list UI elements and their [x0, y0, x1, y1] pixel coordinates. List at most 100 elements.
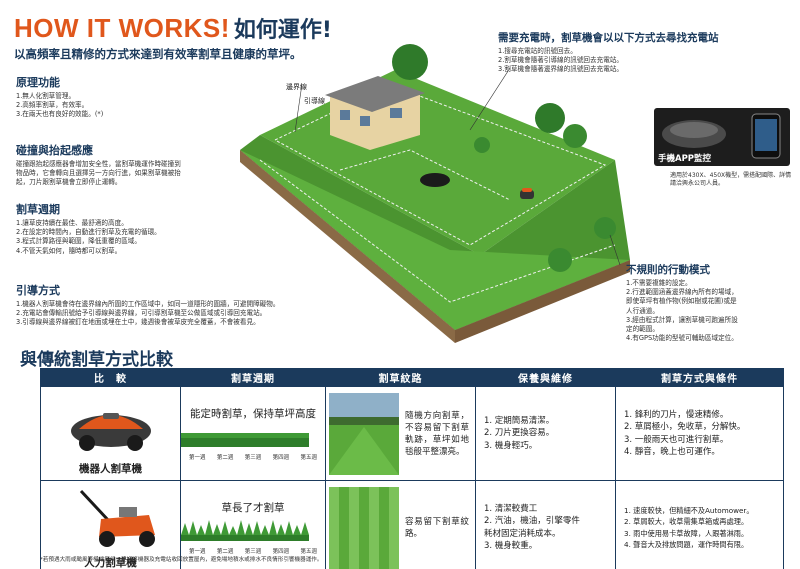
callout-charging-line: 2.割草機會隨著引導線的訊號回去充電站。	[498, 56, 623, 65]
list-item: 1. 鋒利的刀片，慢速精修。	[624, 409, 729, 420]
trampoline	[420, 173, 450, 187]
section-cycle-line: 2.在設定的時間內，自動進行割草及充電的循環。	[16, 228, 161, 237]
mower-cover	[522, 188, 532, 192]
house-window	[340, 110, 350, 120]
comparison-header-row: 比 較 割草週期 割草紋路 保養與維修 割草方式與條件	[40, 368, 784, 387]
even-grass-icon	[181, 433, 309, 447]
headline-en: HOW IT WORKS!	[14, 13, 230, 43]
boundary-wire-front	[259, 159, 616, 303]
app-monitor-label: 手機APP監控	[658, 154, 712, 164]
callout-charging-title: 需要充電時，割草機會以以下方式去尋找充電站	[498, 32, 719, 44]
label-guide-wire: 引導線	[304, 97, 325, 105]
list-item: 3. 一般雨天也可進行割草。	[624, 434, 729, 445]
header-compare: 比 較	[40, 368, 181, 387]
lawn-front	[240, 150, 630, 330]
callout-charging: 需要充電時，割草機會以以下方式去尋找充電站 1.搜尋充電站的訊號回去。 2.割草…	[498, 30, 794, 75]
tree	[535, 103, 565, 133]
section-principle-line: 3.在兩天也有良好的效能。(*)	[16, 110, 104, 119]
callout-irregular-line: 1.不需要複雜的設定。	[626, 279, 692, 287]
section-guide: 引導方式 1.機器人割草機會待在邊界線內所圍的工作區域中，如同一道隱形的圍牆，可…	[16, 282, 386, 328]
section-guide-line: 1.機器人割草機會待在邊界線內所圍的工作區域中，如同一道隱形的圍牆，可避開障礙物…	[16, 300, 280, 308]
callout-irregular-line: 3.經由程式計算，讓割草機可跑遍所設	[626, 315, 738, 324]
week-label: 第二週	[216, 549, 234, 555]
callout-charging-line: 1.搜尋充電站的訊號回去。	[498, 47, 577, 55]
table-row-robot: 機器人割草機 能定時割草，保持草坪高度 第一週 第二週 第三週 第四週 第五週	[40, 386, 784, 481]
robot-mower-cell: 機器人割草機	[40, 386, 181, 481]
week-label: 第四週	[272, 549, 290, 555]
headline-zh: 如何運作!	[233, 18, 332, 43]
house-window	[360, 116, 370, 126]
section-principle-title: 原理功能	[16, 76, 60, 89]
app-monitor-note: 適用於430X、450X機型，需搭配國際、詳情請洽興永公司人員。	[670, 172, 792, 187]
header-conditions: 割草方式與條件	[615, 368, 784, 387]
manual-maintenance-list: 1. 清潔較費工 2. 汽油，機油，引擎零件 耗材固定消耗成本。 3. 機身較重…	[476, 503, 615, 553]
tree	[392, 44, 428, 80]
uneven-grass-icon	[181, 520, 309, 541]
robot-mower-label: 機器人割草機	[79, 463, 142, 475]
callout-irregular-line: 人行通道。	[626, 306, 659, 315]
list-item: 3. 機身較重。	[484, 541, 538, 551]
list-item: 3. 雨中使用易卡草故障，人跟著淋雨。	[624, 528, 749, 538]
app-monitor-photo	[654, 108, 790, 166]
section-principle-line: 2.高頻率割草，有效率。	[16, 101, 89, 110]
manual-mower-cell: 人力割草機	[40, 480, 181, 569]
week-label: 第四週	[272, 455, 290, 461]
week-label: 第一週	[189, 549, 206, 555]
manual-cycle-text: 草長了才割草	[221, 502, 285, 514]
list-item: 2. 刀片更換容易。	[484, 428, 555, 439]
list-item: 耗材固定消耗成本。	[484, 528, 561, 539]
tree	[563, 124, 587, 148]
week-label: 第三週	[244, 549, 262, 555]
header-maintenance: 保養與維修	[475, 368, 616, 387]
section-cycle-title: 割草週期	[16, 203, 60, 216]
section-guide-line: 3.引導線與邊界線被釘在地面或埋在土中，幾週後會被草皮完全覆蓋，不會被看見。	[16, 318, 260, 327]
section-cycle: 割草週期 1.讓草皮持續在最佳、最舒適的高度。 2.在設定的時間內，自動進行割草…	[16, 201, 246, 256]
boundary-wire	[274, 84, 607, 246]
list-item: 2. 草屑較大，收草需集草箱或再處理。	[624, 517, 749, 526]
house-roof	[325, 76, 425, 112]
page-headline: HOW IT WORKS! 如何運作!	[14, 12, 332, 44]
leader-line	[294, 83, 303, 133]
section-principle-line: 1.無人化割草管理。	[16, 92, 76, 100]
section-collision: 碰撞與抬起感應 碰撞跟抬起感應器會增加安全性，當割草機運作時碰撞到 物品時，它會…	[16, 142, 256, 188]
header-cycle: 割草週期	[180, 368, 326, 387]
manual-weeks: 第一週 第二週 第三週 第四週 第五週	[189, 547, 317, 555]
robot-pattern-cell: 隨機方向割草，不容易留下割草軌跡，草坪如地毯般平整漂亮。	[325, 386, 476, 481]
striped-lawn-photo	[329, 486, 399, 569]
section-cycle-line: 4.不管天氣如何，隨時都可以割草。	[16, 246, 122, 255]
section-principle: 原理功能 1.無人化割草管理。 2.高頻率割草，有效率。 3.在兩天也有良好的效…	[16, 74, 226, 120]
comparison-title: 與傳統割草方式比較	[20, 350, 173, 370]
footnote: *若預遇大雨或颱風等極端氣候，建議將機器及充電站收回放置屋內，避免場地積水或排水…	[40, 557, 323, 563]
robot-pattern-text: 隨機方向割草，不容易留下割草軌跡，草坪如地毯般平整漂亮。	[405, 410, 469, 457]
manual-pattern-cell: 容易留下割草紋路。	[325, 480, 476, 569]
robot-cycle-cell: 能定時割草，保持草坪高度 第一週 第二週 第三週 第四週 第五週	[180, 386, 326, 481]
push-mower-icon	[79, 489, 155, 547]
manual-pattern-text: 容易留下割草紋路。	[405, 516, 469, 539]
section-cycle-line: 1.讓草皮持續在最佳、最舒適的高度。	[16, 219, 128, 227]
lawn-illustration	[240, 44, 630, 343]
list-item: 2. 草屑極小，免收草，分解快。	[624, 422, 746, 432]
list-item: 1. 清潔較費工	[484, 503, 538, 514]
leader-line	[469, 67, 511, 131]
manual-conditions-list: 1. 速度較快，但精細不及Automower。 2. 草屑較大，收草需集草箱或再…	[616, 505, 783, 551]
manual-mower-label: 人力割草機	[84, 557, 137, 569]
section-cycle-line: 3.程式計算路徑與範圍，降低重覆的區域。	[16, 237, 141, 246]
robot-mower-icon	[71, 413, 151, 451]
callout-irregular-line: 即使草坪有植作物(例如樹或花圃)或是	[626, 297, 737, 306]
week-label: 第二週	[216, 455, 234, 461]
header-pattern: 割草紋路	[325, 368, 476, 387]
section-collision-line: 起，刀片跟割草機會立即停止運轉。	[16, 178, 122, 187]
mower-and-phone-icon	[662, 113, 781, 159]
list-item: 1. 定期簡易清潔。	[484, 415, 555, 426]
week-label: 第一週	[189, 455, 206, 461]
robot-conditions-list: 1. 鋒利的刀片，慢速精修。 2. 草屑極小，免收草，分解快。 3. 一般雨天也…	[616, 409, 783, 459]
callout-irregular-line: 4.有GPS功能的型號可輔助區域定位。	[626, 334, 738, 343]
even-lawn-photo	[329, 392, 399, 475]
manual-conditions-cell: 1. 速度較快，但精細不及Automower。 2. 草屑較大，收草需集草箱或再…	[615, 480, 784, 569]
leader-line	[609, 234, 621, 266]
callout-irregular: 不規則的行動模式 1.不需要複雜的設定。 2.行進範圍涵蓋邊界線內所有的場域， …	[626, 262, 796, 343]
section-guide-line: 2.充電站會傳輸訊號給予引導線與邊界線，可引導割草機至公做區域或引導回充電站。	[16, 309, 267, 318]
week-label: 第五週	[300, 549, 317, 555]
week-label: 第三週	[244, 455, 262, 461]
week-label: 第五週	[300, 455, 317, 461]
